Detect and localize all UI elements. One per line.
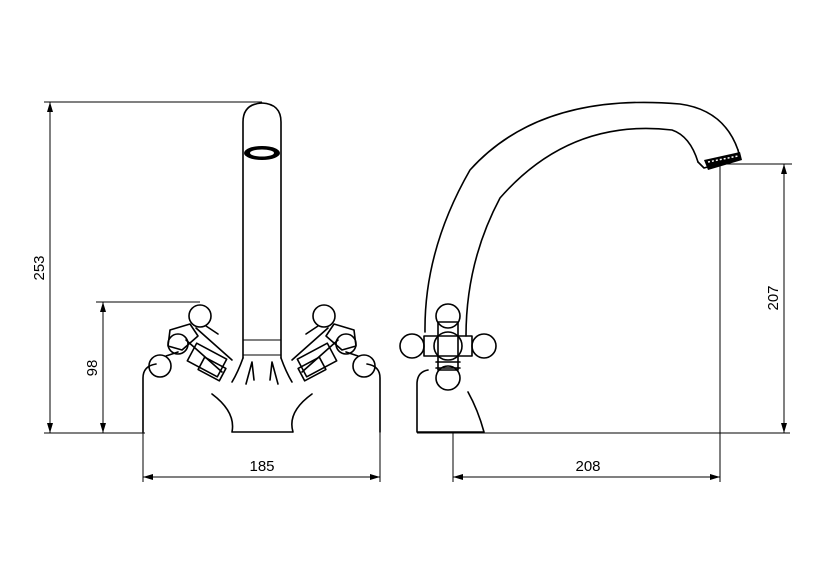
spout-reach-label: 208 xyxy=(575,458,600,475)
side-view xyxy=(399,101,742,433)
handle-height-label: 98 xyxy=(84,360,101,377)
base-width-label: 185 xyxy=(249,458,274,475)
side-dimensions: 207 208 xyxy=(417,163,792,482)
total-height-label: 253 xyxy=(31,255,48,280)
front-base-body xyxy=(142,363,381,433)
side-curved-spout xyxy=(424,101,739,337)
front-spout-column xyxy=(242,102,282,359)
side-cross-handle xyxy=(399,303,497,391)
side-base-body xyxy=(416,369,485,433)
front-view xyxy=(142,102,381,433)
front-left-cross-handle xyxy=(148,304,233,382)
front-aerator xyxy=(244,146,280,160)
spout-height-label: 207 xyxy=(765,285,782,310)
front-right-cross-handle xyxy=(291,304,376,382)
side-spout-tip xyxy=(697,149,742,170)
front-dimensions: 253 98 185 xyxy=(31,101,381,482)
